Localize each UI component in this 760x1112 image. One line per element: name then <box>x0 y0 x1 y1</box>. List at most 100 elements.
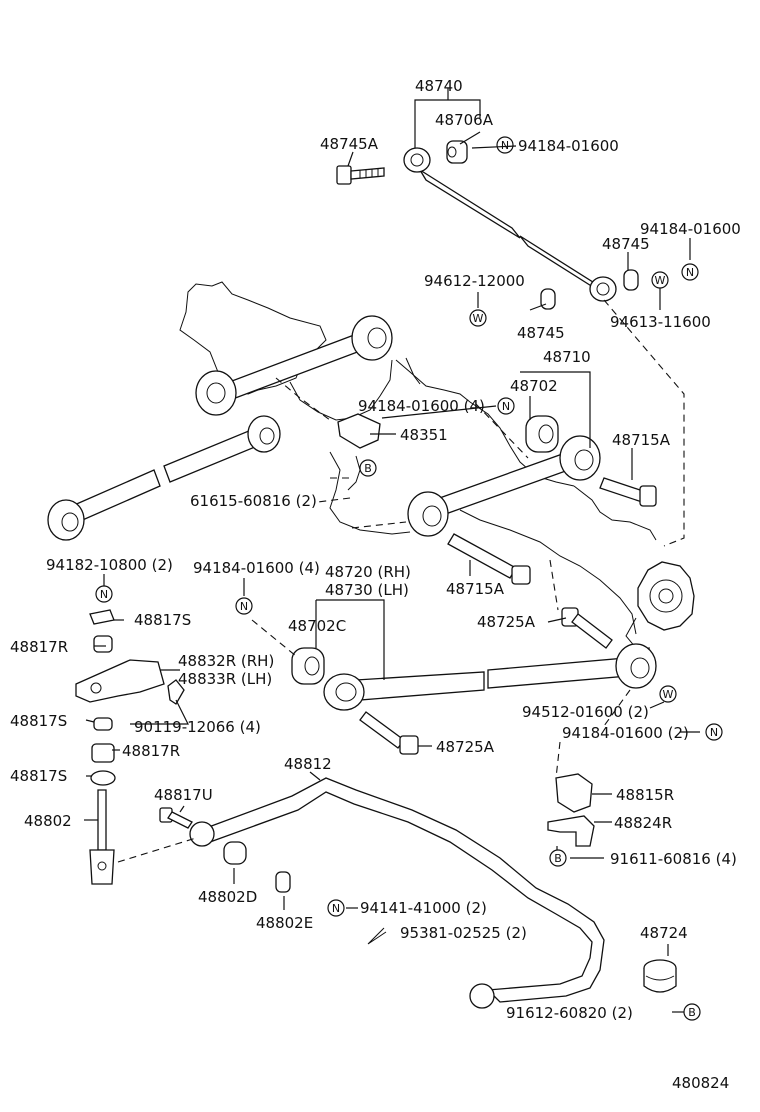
lower-control-arm-48720 <box>323 643 657 711</box>
label-48817U: 48817U <box>154 786 213 804</box>
stabilizer-bushing-48815R <box>555 773 593 813</box>
bolt-48817U <box>159 807 193 829</box>
svg-text:N: N <box>332 902 340 915</box>
leader-lines <box>84 88 700 1013</box>
label-94512-01600: 94512-01600 (2) <box>522 703 649 721</box>
upper-lateral-arm <box>195 315 393 416</box>
svg-text:W: W <box>473 312 484 325</box>
label-48815R: 48815R <box>616 786 674 804</box>
label-48832R-rh: 48832R (RH) <box>178 652 274 670</box>
bolt-symbol: B <box>683 1003 701 1021</box>
stabilizer-bracket-48824R <box>547 815 595 847</box>
label-48802E: 48802E <box>256 914 313 932</box>
label-48817R: 48817R <box>10 638 68 656</box>
part-number-labels: 48740 48706A 48745A 94184-01600 94184-01… <box>10 77 741 1092</box>
stabilizer-link-stack <box>75 609 185 885</box>
lateral-arm-48710 <box>407 435 601 537</box>
upper-control-arm-48740 <box>403 147 617 302</box>
svg-text:W: W <box>655 274 666 287</box>
label-94613-11600: 94613-11600 <box>610 313 711 331</box>
label-48745A: 48745A <box>320 135 379 153</box>
label-48745: 48745 <box>517 324 565 342</box>
label-94184-01600-4: 94184-01600 (4) <box>358 397 485 415</box>
svg-text:B: B <box>554 852 562 865</box>
axle-hub-knuckle <box>625 561 695 649</box>
nut-symbol: N <box>95 585 113 603</box>
label-48802: 48802 <box>24 812 72 830</box>
label-94184-01600-4: 94184-01600 (4) <box>193 559 320 577</box>
bushing-48706A <box>446 140 468 164</box>
label-94184-01600: 94184-01600 <box>640 220 741 238</box>
label-48725A: 48725A <box>477 613 536 631</box>
bolt-symbol: B <box>359 459 377 477</box>
label-48715A: 48715A <box>446 580 505 598</box>
svg-text:N: N <box>100 588 108 601</box>
label-48740: 48740 <box>415 77 463 95</box>
nut-symbol: N <box>496 136 514 154</box>
label-48745: 48745 <box>602 235 650 253</box>
label-48351: 48351 <box>400 426 448 444</box>
label-48817R: 48817R <box>122 742 180 760</box>
bolt-symbol: B <box>549 849 567 867</box>
circled-symbols: N N W W N B N N W N B N B <box>95 136 723 1021</box>
bushing-48802D <box>223 841 247 865</box>
lower-lateral-arm <box>47 415 281 541</box>
bracket-48351 <box>337 413 381 449</box>
svg-text:B: B <box>688 1006 696 1019</box>
svg-text:N: N <box>686 266 694 279</box>
part-drawings <box>47 140 695 1009</box>
bump-stopper-48724 <box>643 959 677 993</box>
label-48730-lh: 48730 (LH) <box>325 581 409 599</box>
washer-symbol: W <box>659 685 677 703</box>
label-48802D: 48802D <box>198 888 257 906</box>
nut-symbol: N <box>681 263 699 281</box>
label-48724: 48724 <box>640 924 688 942</box>
svg-text:N: N <box>710 726 718 739</box>
bushing-48702C <box>291 647 325 685</box>
label-48720-rh: 48720 (RH) <box>325 563 411 581</box>
stabilizer-bar-48812 <box>189 777 605 1009</box>
label-48706A: 48706A <box>435 111 494 129</box>
svg-text:W: W <box>663 688 674 701</box>
label-48824R: 48824R <box>614 814 672 832</box>
bolt-48715A-lower <box>447 533 531 585</box>
label-91611-60816: 91611-60816 (4) <box>610 850 737 868</box>
label-48725A: 48725A <box>436 738 495 756</box>
label-48812: 48812 <box>284 755 332 773</box>
bolt-48745A <box>336 165 385 185</box>
bushing-48702 <box>525 415 559 453</box>
bolt-48725A-lower <box>359 711 419 755</box>
bolt-48715A-right <box>599 477 657 507</box>
svg-text:N: N <box>240 600 248 613</box>
label-61615-60816: 61615-60816 (2) <box>190 492 317 510</box>
label-94182-10800: 94182-10800 (2) <box>46 556 173 574</box>
label-95381-02525: 95381-02525 (2) <box>400 924 527 942</box>
nut-symbol: N <box>705 723 723 741</box>
label-91612-60820: 91612-60820 (2) <box>506 1004 633 1022</box>
label-48817S: 48817S <box>10 767 67 785</box>
svg-text:N: N <box>501 139 509 152</box>
label-48702: 48702 <box>510 377 558 395</box>
label-94612-12000: 94612-12000 <box>424 272 525 290</box>
label-90119-12066: 90119-12066 (4) <box>134 718 261 736</box>
label-48833R-lh: 48833R (LH) <box>178 670 272 688</box>
washer-symbol: W <box>469 309 487 327</box>
cam-washer-48745 <box>540 269 639 310</box>
washer-symbol: W <box>651 271 669 289</box>
bushing-48802E <box>275 871 291 893</box>
diagram-id: 480824 <box>672 1074 729 1092</box>
label-48817S: 48817S <box>134 611 191 629</box>
svg-text:N: N <box>502 400 510 413</box>
label-48710: 48710 <box>543 348 591 366</box>
nut-symbol: N <box>235 597 253 615</box>
label-94141-41000: 94141-41000 (2) <box>360 899 487 917</box>
nut-symbol: N <box>327 899 345 917</box>
label-94184-01600-2: 94184-01600 (2) <box>562 724 689 742</box>
svg-text:B: B <box>364 462 372 475</box>
nut-symbol: N <box>497 397 515 415</box>
label-48817S: 48817S <box>10 712 67 730</box>
label-48715A: 48715A <box>612 431 671 449</box>
cotter-pin-95381 <box>367 927 387 945</box>
bolt-48725A-right <box>561 607 613 649</box>
